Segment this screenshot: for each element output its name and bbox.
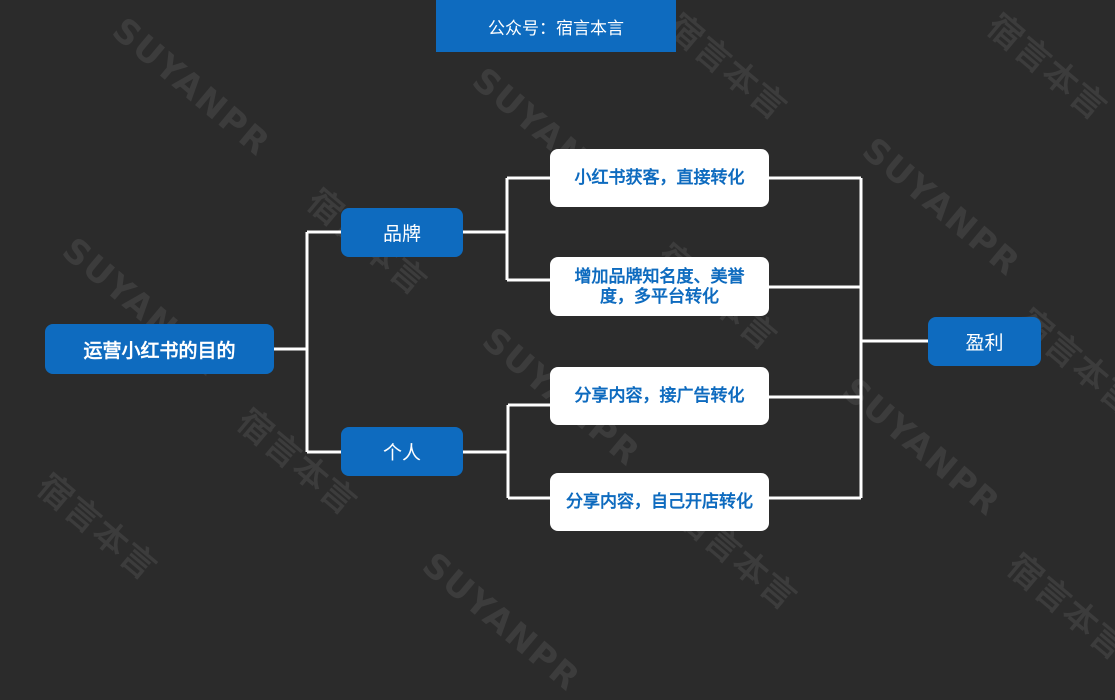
root-node: 运营小红书的目的: [45, 324, 274, 374]
personal-label: 个人: [382, 442, 421, 464]
brand-label: 品牌: [382, 223, 421, 245]
brand-goal-2-label: 增加品牌知名度、美誉度，多平台转化: [574, 266, 745, 307]
connector-root: [273, 230, 341, 454]
personal-goal-1-label: 分享内容，接广告转化: [574, 386, 745, 406]
brand-goal-awareness: 增加品牌知名度、美誉度，多平台转化: [550, 257, 769, 316]
result-label: 盈利: [965, 332, 1004, 354]
connector-lines: [273, 176, 928, 500]
root-label: 运营小红书的目的: [83, 339, 236, 362]
connector-personal: [463, 403, 550, 500]
personal-goal-own-store: 分享内容，自己开店转化: [550, 473, 769, 531]
banner-text: 公众号：宿言本言: [488, 18, 624, 39]
connector-brand: [463, 176, 550, 282]
brand-node: 品牌: [341, 208, 463, 257]
brand-goal-customer-acquisition: 小红书获客，直接转化: [550, 149, 769, 207]
personal-node: 个人: [341, 427, 463, 476]
personal-goal-ads: 分享内容，接广告转化: [550, 367, 769, 425]
brand-goal-1-label: 小红书获客，直接转化: [574, 168, 745, 188]
diagram-canvas: SUYANPR SUYANPR SUYANPR SUYANPR SUYANPR …: [29, 0, 1115, 700]
connector-result: [769, 176, 928, 500]
account-banner: 公众号：宿言本言: [436, 0, 676, 52]
personal-goal-2-label: 分享内容，自己开店转化: [566, 492, 753, 512]
result-node: 盈利: [928, 317, 1041, 366]
